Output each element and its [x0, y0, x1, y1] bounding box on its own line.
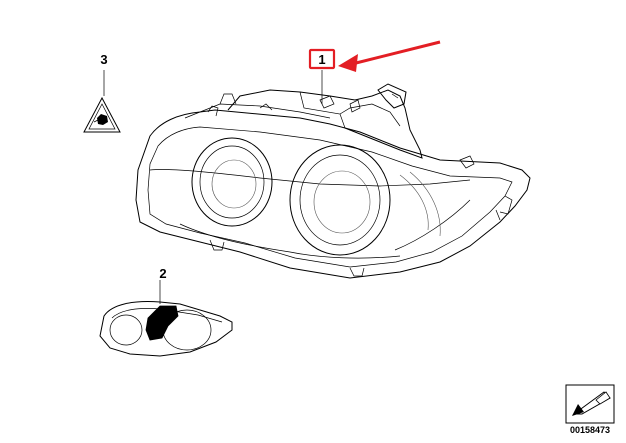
- headlight-bezel: [99, 280, 233, 357]
- reference-box: 00158473: [565, 384, 615, 435]
- warning-label-icon: [83, 70, 121, 133]
- callout-highlight-box: [308, 48, 336, 70]
- callout-label-1: 1: [318, 52, 325, 67]
- callout-label-3: 3: [100, 52, 107, 67]
- red-pointer-arrow: [338, 40, 441, 72]
- headlight-assembly: [135, 70, 531, 279]
- reference-number: 00158473: [570, 425, 610, 435]
- callout-label-2: 2: [159, 266, 166, 281]
- callout-1: 1: [308, 48, 336, 70]
- page-nav-arrow-icon: [572, 391, 611, 416]
